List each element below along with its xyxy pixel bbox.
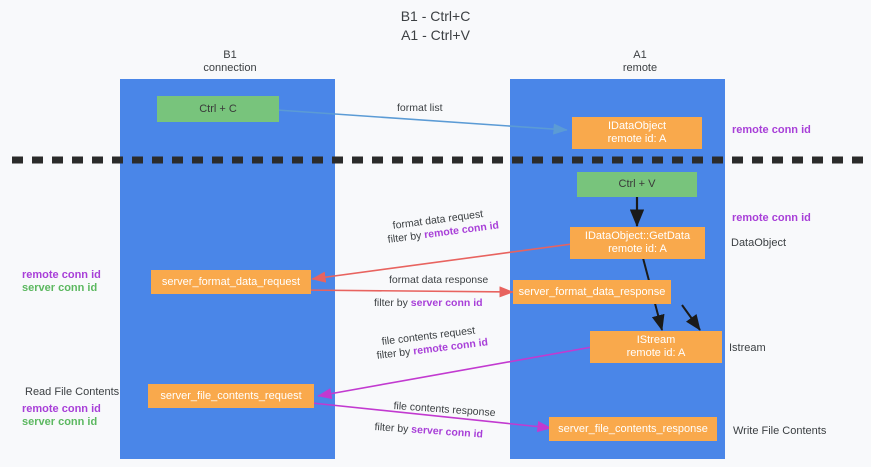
side-label-left-bottom-server-conn-id: server conn id [22,416,98,428]
node-istream[interactable]: IStream remote id: A [590,331,722,363]
filter-prefix-2: filter by [374,297,411,309]
node-ole-idataobject[interactable]: IDataObject remote id: A [572,117,702,149]
side-label-right-remote-conn-id-top: remote conn id [732,124,811,136]
side-label-left-remote-conn-id: remote conn id [22,269,101,281]
node-server-format-data-response[interactable]: server_format_data_response [513,280,671,304]
connector-label-format-list: format list [397,102,443,114]
side-label-right-remote-conn-id-mid: remote conn id [732,212,811,224]
side-label-left-server-conn-id: server conn id [22,282,98,294]
connector-label-format-data-response: format data response [389,274,489,286]
side-label-left-bottom-remote-conn-id: remote conn id [22,403,101,415]
side-label-istream: Istream [729,342,766,354]
node-idataobject-getdata[interactable]: IDataObject::GetData remote id: A [570,227,705,259]
filter-key-server-conn-id-1: server conn id [410,297,483,309]
node-ctrl-c[interactable]: Ctrl + C [157,96,279,122]
page-title: B1 - Ctrl+C A1 - Ctrl+V [400,8,471,43]
node-ctrl-v[interactable]: Ctrl + V [577,172,697,197]
node-server-file-contents-request[interactable]: server_file_contents_request [148,384,314,408]
connector-label-format-data-response-filter: filter by server conn id [374,297,483,310]
filter-prefix-4: filter by [374,421,412,436]
side-label-dataobject: DataObject [731,237,787,249]
side-label-read-file-contents: Read File Contents [25,386,120,398]
node-server-format-data-request[interactable]: server_format_data_request [151,270,311,294]
lane-header-a1: A1 remote [622,49,658,74]
node-server-file-contents-response[interactable]: server_file_contents_response [549,417,717,441]
side-label-write-file-contents: Write File Contents [733,425,827,437]
lane-header-b1: B1 connection [203,49,257,74]
